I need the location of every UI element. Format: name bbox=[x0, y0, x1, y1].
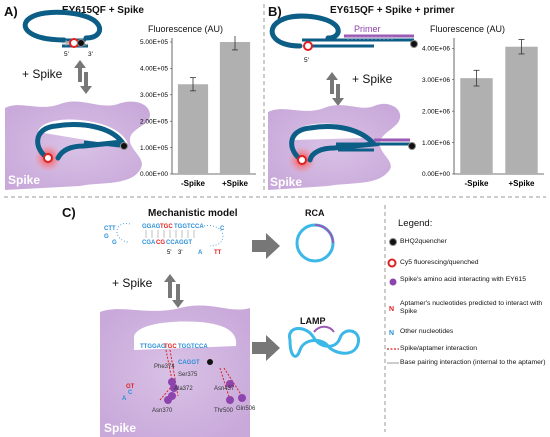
svg-text:G: G bbox=[112, 240, 117, 246]
svg-text:CTT: CTT bbox=[104, 226, 116, 232]
svg-text:A: A bbox=[198, 250, 203, 256]
cy5-quenched-icon bbox=[69, 38, 79, 48]
lamp-label: LAMP bbox=[300, 316, 326, 326]
legend-bhq-icon bbox=[389, 238, 397, 246]
svg-text:TGGTCCA: TGGTCCA bbox=[174, 224, 204, 230]
svg-text:C: C bbox=[220, 226, 225, 232]
rca-primer-arc bbox=[314, 224, 334, 244]
chart-b-ytick-label: 3.00E+06 bbox=[422, 77, 450, 84]
chart-b-title: Fluorescence (AU) bbox=[430, 24, 506, 34]
residue-phe374: Phe374 bbox=[154, 364, 175, 370]
chart-b-xtick-label-1: +Spike bbox=[508, 179, 535, 188]
legend-item-cy5: Cy5 fluorescing/quenched bbox=[400, 259, 479, 266]
panel-b-spike-label: Spike bbox=[270, 175, 302, 189]
legend-item-aptamer-nt: Aptamer's nucleotides predicted to inter… bbox=[400, 300, 543, 315]
panel-c-spike-label: Spike bbox=[104, 421, 136, 435]
panel-b-illustration: 5' Primer Spike bbox=[268, 13, 418, 190]
legend-symbols: N N bbox=[387, 238, 399, 364]
panel-b-label: B) bbox=[268, 4, 282, 19]
chart-b-ytick-label: 4.00E+06 bbox=[422, 45, 450, 52]
panel-a-equilibrium-arrows bbox=[74, 60, 92, 94]
residue-ser375: Ser375 bbox=[178, 372, 198, 378]
svg-text:CAGGT: CAGGT bbox=[178, 360, 200, 366]
panel-a-title: EY615QF + Spike bbox=[62, 5, 144, 16]
svg-text:TTGGAG: TTGGAG bbox=[140, 344, 166, 350]
legend-aa-icon bbox=[389, 278, 397, 286]
legend-item-other-nt: Other nucleotides bbox=[400, 328, 454, 335]
chart-b-bar-0 bbox=[460, 78, 493, 174]
residue-gln506: Gln506 bbox=[236, 406, 256, 412]
svg-text:TGC: TGC bbox=[160, 224, 173, 230]
panel-a-strand-3: 3' bbox=[88, 51, 93, 58]
chart-a-xtick-label-0: -Spike bbox=[181, 179, 206, 188]
panel-c-label: C) bbox=[62, 205, 76, 220]
residue-asn437: Asn437 bbox=[214, 386, 235, 392]
svg-text:GT: GT bbox=[126, 384, 135, 390]
legend-item-aa: Spike's amino acid interacting with EY61… bbox=[400, 276, 526, 283]
panel-b-primer-label: Primer bbox=[354, 24, 381, 34]
panel-c-strand-5: 5' bbox=[167, 250, 171, 256]
chart-b-ytick-label: 2.00E+06 bbox=[422, 108, 450, 115]
panel-a-spike-label: Spike bbox=[8, 173, 40, 187]
panel-b-add-spike: + Spike bbox=[352, 72, 393, 86]
chart-a-bar-1 bbox=[219, 42, 251, 174]
chart-a-ytick-label: 1.00E+05 bbox=[140, 145, 168, 152]
svg-text:CGA: CGA bbox=[142, 240, 156, 246]
chart-a-ytick-label: 0.00E+00 bbox=[140, 171, 168, 178]
svg-text:TT: TT bbox=[214, 250, 222, 256]
chart-a-ytick-label: 4.00E+05 bbox=[140, 66, 168, 73]
chart-b-ytick-label: 1.00E+06 bbox=[422, 140, 450, 147]
svg-text:GGAG: GGAG bbox=[142, 224, 161, 230]
chart-a-ytick-label: 2.00E+05 bbox=[140, 118, 168, 125]
lamp-shape bbox=[288, 327, 361, 358]
svg-text:C: C bbox=[128, 390, 133, 396]
panel-c-strand-3: 3' bbox=[178, 250, 182, 256]
panel-a-add-spike: + Spike bbox=[22, 67, 63, 81]
chart-a: 0.00E+00 1.00E+05 2.00E+05 3.00E+05 4.00E+05… bbox=[140, 36, 256, 188]
panel-c-add-spike: + Spike bbox=[112, 276, 153, 290]
panel-b-strand-5: 5' bbox=[304, 57, 309, 64]
residue-thr500: Thr500 bbox=[214, 408, 234, 414]
panel-c-title: Mechanistic model bbox=[148, 208, 238, 219]
chart-a-ytick-label: 3.00E+05 bbox=[140, 92, 168, 99]
panel-b-title: EY615QF + Spike + primer bbox=[330, 5, 455, 16]
aptamer-bound-a bbox=[35, 122, 127, 161]
chart-a-xtick-label-1: +Spike bbox=[222, 179, 249, 188]
panel-a-strand-5: 5' bbox=[64, 51, 69, 58]
residue-asn370: Asn370 bbox=[152, 408, 173, 414]
residue-ala372: Ala372 bbox=[174, 386, 193, 392]
chart-b-ytick-label: 0.00E+00 bbox=[422, 171, 450, 178]
svg-text:CCAGGT: CCAGGT bbox=[166, 240, 192, 246]
legend-item-interaction: Spike/aptamer interaction bbox=[400, 345, 478, 352]
legend-item-bhq: BHQ2quencher bbox=[400, 238, 447, 245]
legend-item-pairing: Base pairing interaction (internal to th… bbox=[400, 359, 546, 366]
chart-a-title: Fluorescence (AU) bbox=[148, 24, 224, 34]
svg-text:A: A bbox=[122, 396, 127, 402]
legend-cy5-icon bbox=[387, 258, 397, 268]
bhq-quencher-icon bbox=[77, 39, 85, 47]
panel-c-illustration: GGAG TGC TGGTCCA CGA CG CCAGGT TT A CTT … bbox=[100, 223, 361, 437]
svg-text:TGC: TGC bbox=[164, 344, 177, 350]
arrow-to-rca bbox=[252, 233, 280, 259]
svg-text:TGGTCCA: TGGTCCA bbox=[178, 344, 208, 350]
chart-a-ytick-label: 5.00E+05 bbox=[140, 39, 168, 46]
legend-title: Legend: bbox=[398, 218, 433, 229]
aptamer-hairpin-free bbox=[22, 9, 103, 48]
svg-text:CG: CG bbox=[156, 240, 165, 246]
svg-text:G: G bbox=[104, 234, 109, 240]
panel-a-label: A) bbox=[4, 4, 18, 19]
legend-n-red: N bbox=[389, 306, 394, 313]
chart-a-bar-0 bbox=[177, 84, 209, 174]
chart-b-bar-1 bbox=[505, 46, 538, 174]
arrow-to-lamp bbox=[252, 335, 280, 361]
chart-b: 0.00E+00 1.00E+06 2.00E+06 3.00E+06 4.00E+06… bbox=[422, 38, 544, 188]
rca-label: RCA bbox=[305, 208, 325, 218]
aptamer-sequence-free: GGAG TGC TGGTCCA CGA CG CCAGGT TT A CTT … bbox=[104, 223, 225, 256]
panel-a-illustration: 5' 3' Spike bbox=[5, 9, 150, 190]
chart-b-xtick-label-0: -Spike bbox=[464, 179, 489, 188]
legend-n-blue: N bbox=[389, 330, 394, 337]
